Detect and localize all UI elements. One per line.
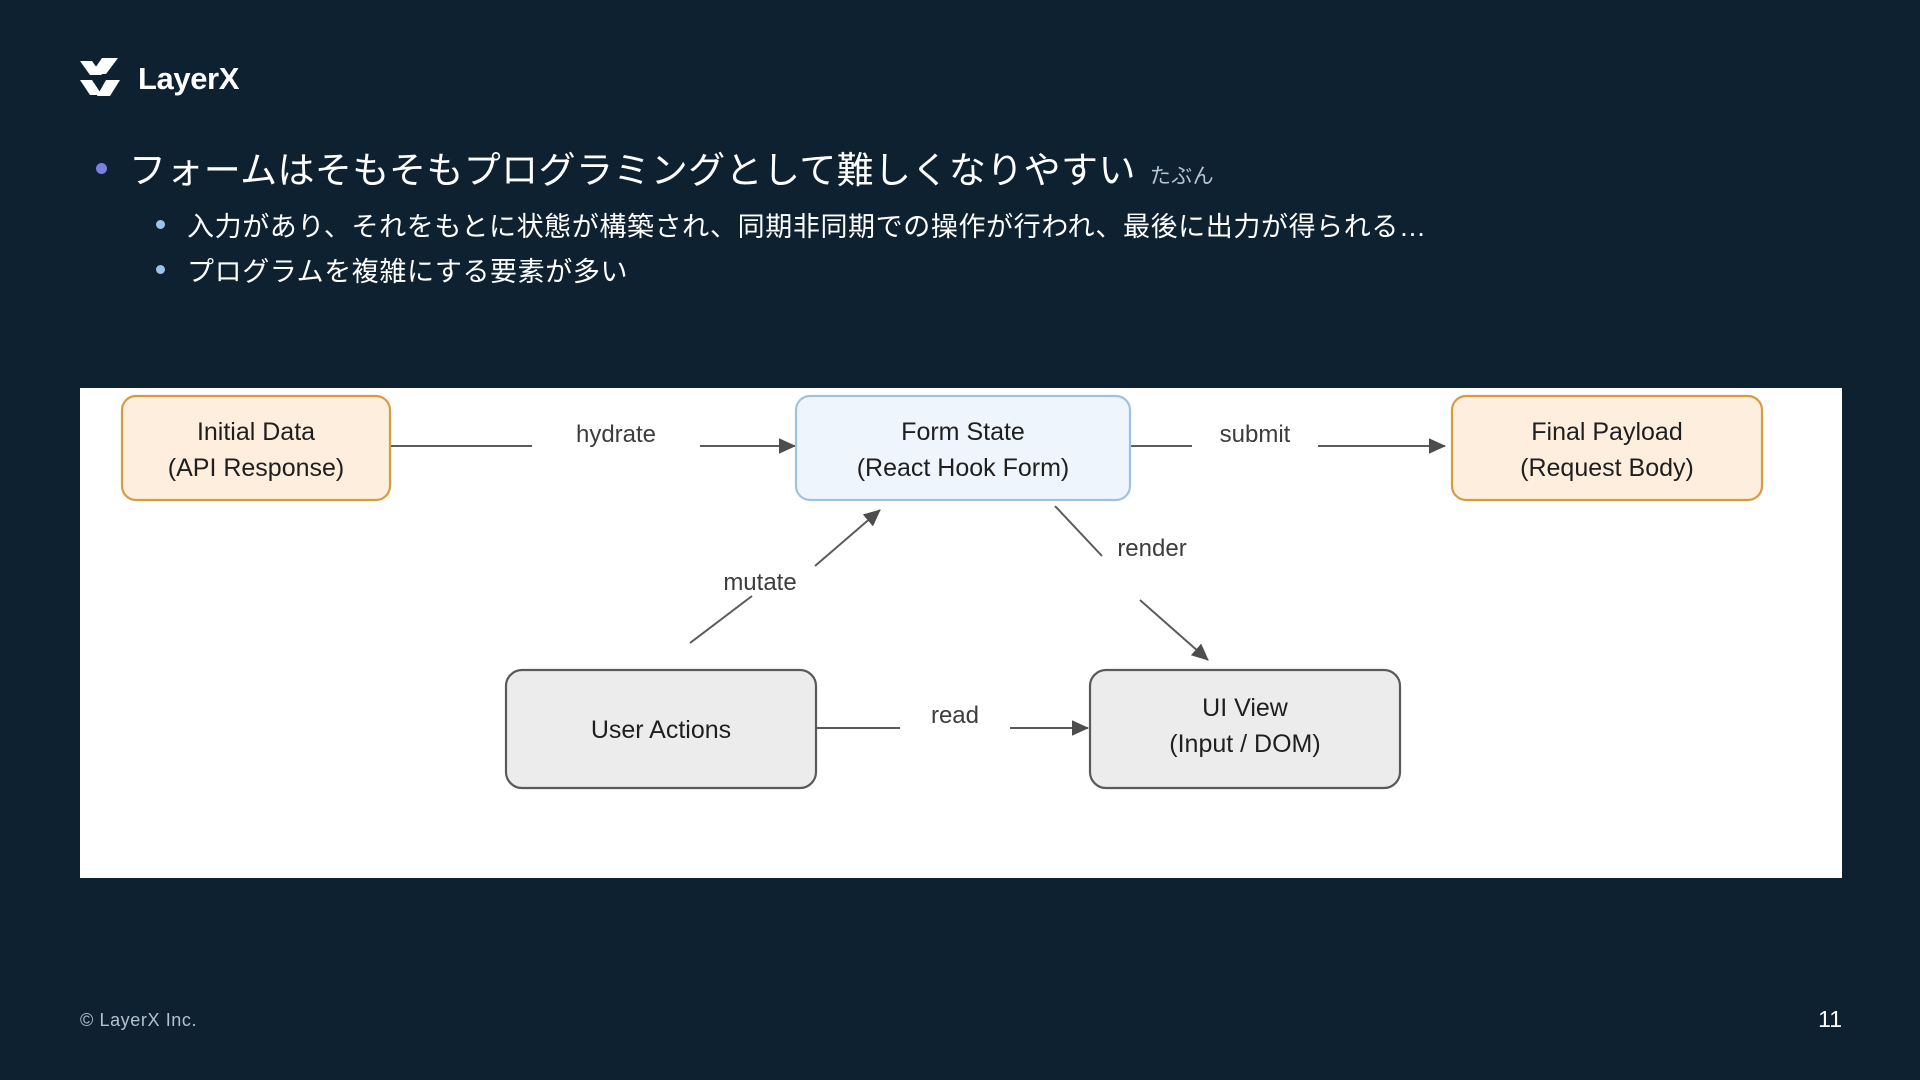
bullet-dot-icon — [156, 265, 165, 275]
edge-read: read — [815, 702, 1089, 736]
flowchart-node-user-actions[interactable]: User Actions — [504, 668, 818, 790]
bullet-dot-icon — [96, 163, 107, 174]
node-label-line1: User Actions — [591, 716, 731, 744]
flowchart-panel: hydrate submit mutate render read Initia… — [80, 388, 1842, 878]
edge-render: render — [1054, 505, 1209, 661]
flowchart-node-form-state[interactable]: Form State (React Hook Form) — [794, 394, 1132, 502]
brand-logo: LayerX — [80, 58, 239, 98]
flowchart-node-ui-view[interactable]: UI View (Input / DOM) — [1088, 668, 1402, 790]
node-label-line1: Final Payload — [1531, 418, 1682, 446]
node-label-line1: Form State — [901, 418, 1025, 446]
primary-bullet-row: フォームはそもそもプログラミングとして難しくなりやすい たぶん — [96, 148, 1856, 194]
slide-body: フォームはそもそもプログラミングとして難しくなりやすい たぶん 入力があり、それ… — [96, 148, 1856, 300]
flowchart-node-final-payload[interactable]: Final Payload (Request Body) — [1450, 394, 1764, 502]
list-item: 入力があり、それをもとに状態が構築され、同期非同期での操作が行われ、最後に出力が… — [156, 210, 1856, 245]
heading-note: たぶん — [1149, 165, 1215, 188]
list-item: プログラムを複雑にする要素が多い — [156, 255, 1856, 290]
layerx-x-mark-icon — [80, 58, 120, 96]
sub-bullet-label: プログラムを複雑にする要素が多い — [187, 257, 629, 288]
node-label-line2: (Request Body) — [1520, 454, 1694, 482]
brand-name: LayerX — [138, 60, 239, 96]
edge-label-render: render — [1117, 535, 1186, 562]
page-number: 11 — [1818, 1006, 1842, 1032]
node-label-line2: (React Hook Form) — [857, 454, 1070, 482]
node-label-line1: UI View — [1202, 694, 1289, 722]
edge-label-submit: submit — [1220, 421, 1291, 448]
edge-label-read: read — [931, 702, 979, 729]
sub-bullet-list: 入力があり、それをもとに状態が構築され、同期非同期での操作が行われ、最後に出力が… — [156, 210, 1856, 290]
page-title: フォームはそもそもプログラミングとして難しくなりやすい — [129, 150, 1136, 191]
footer-copyright: © LayerX Inc. — [80, 1010, 198, 1030]
flowchart-svg: hydrate submit mutate render read Initia… — [120, 394, 1764, 790]
node-label-line2: (API Response) — [168, 454, 344, 482]
node-label-line1: Initial Data — [197, 418, 315, 446]
bullet-dot-icon — [156, 220, 165, 230]
edge-mutate: mutate — [689, 509, 881, 644]
node-label-line2: (Input / DOM) — [1169, 730, 1320, 758]
sub-bullet-label: 入力があり、それをもとに状態が構築され、同期非同期での操作が行われ、最後に出力が… — [187, 212, 1427, 243]
edge-hydrate: hydrate — [390, 421, 796, 454]
edge-submit: submit — [1130, 421, 1446, 454]
edge-label-mutate: mutate — [723, 569, 796, 596]
flowchart-node-initial-data[interactable]: Initial Data (API Response) — [120, 394, 392, 502]
edge-label-hydrate: hydrate — [576, 421, 656, 448]
